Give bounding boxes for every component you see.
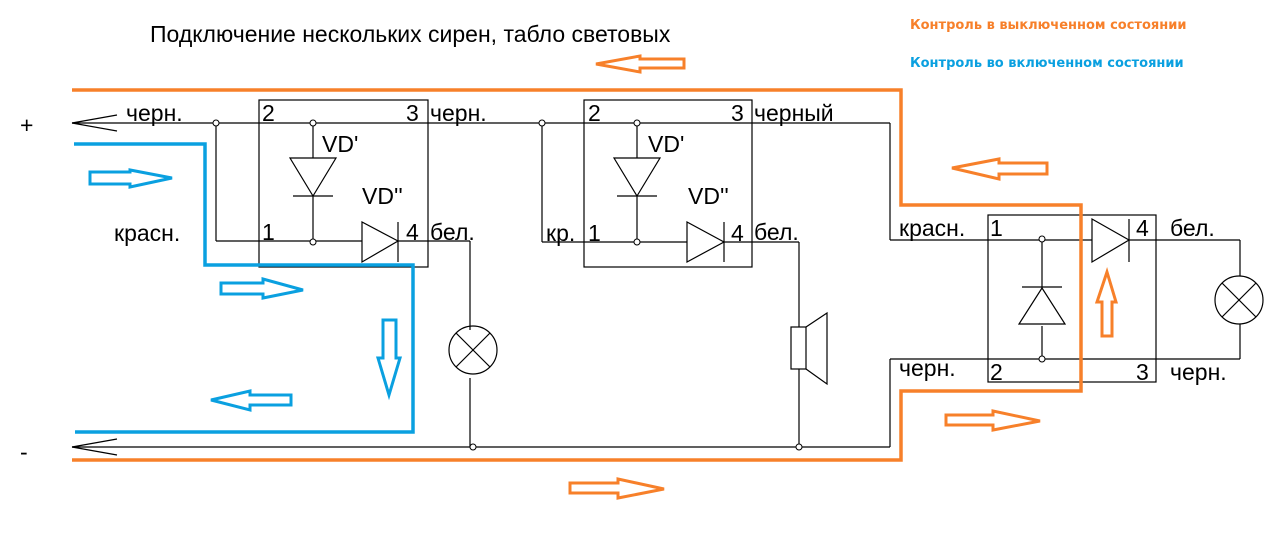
arrow-right-icon [568, 477, 665, 500]
wire-label: черн. [126, 100, 183, 126]
plus-connector-icon [71, 114, 118, 132]
diagram-title: Подключение нескольких сирен, табло свет… [150, 21, 671, 47]
module-block-1: 2 3 1 4 VD' VD'' [258, 99, 429, 268]
arrow-down-icon [375, 318, 403, 401]
pin-label: 4 [731, 220, 744, 246]
pin-label: 4 [1136, 215, 1149, 241]
pin-label: 2 [588, 100, 601, 126]
legend-off-state: Контроль в выключенном состоянии [910, 18, 1186, 33]
diode-label: VD' [648, 131, 684, 157]
pin-label: 1 [990, 215, 1003, 241]
lamp-icon [448, 325, 498, 375]
pin-label: 2 [262, 100, 275, 126]
wire-label: бел. [430, 219, 475, 245]
junction-nodes [212, 119, 1046, 451]
wire-label: бел. [754, 219, 799, 245]
arrow-left-icon [951, 157, 1049, 181]
pin-label: 2 [990, 359, 1003, 385]
diode-label: VD'' [362, 183, 403, 209]
diode-icon [612, 157, 662, 198]
wire-label: бел. [1170, 215, 1215, 241]
module-block-2: 2 3 1 4 VD' VD'' [583, 99, 753, 268]
terminal-plus: + [20, 112, 33, 138]
pin-label: 3 [731, 100, 744, 126]
diode-icon [361, 221, 400, 264]
pin-label: 3 [406, 100, 419, 126]
off-state-path [72, 88, 1083, 462]
module-block-3: 1 4 2 3 [987, 214, 1157, 385]
on-state-path [74, 142, 415, 434]
arrow-left-icon [210, 389, 293, 412]
pin-label: 4 [406, 219, 419, 245]
diode-icon [288, 157, 338, 198]
diode-label: VD' [322, 131, 358, 157]
pin-label: 1 [262, 219, 275, 245]
minus-connector-icon [71, 438, 118, 456]
diode-icon [686, 220, 726, 264]
legend-on-state: Контроль во включенном состоянии [910, 56, 1184, 71]
arrow-right-icon [219, 277, 304, 300]
arrow-right-icon [944, 409, 1041, 432]
terminal-minus: - [20, 439, 28, 465]
wire-label: красн. [899, 215, 965, 241]
pin-label: 1 [588, 220, 601, 246]
arrow-up-icon [1094, 267, 1119, 338]
wire-label: красн. [114, 220, 180, 246]
wire-label: черн. [430, 100, 487, 126]
speaker-icon [790, 311, 828, 386]
lamp-icon [1214, 275, 1264, 325]
wire-label: черн. [899, 355, 956, 381]
wire-label: черный [754, 100, 834, 126]
arrow-right-icon [88, 168, 173, 189]
wire-label: кр. [546, 220, 575, 246]
circuit-wires [72, 122, 1241, 448]
diode-label: VD'' [688, 183, 729, 209]
arrow-left-icon [595, 54, 686, 74]
diode-icon [1091, 217, 1131, 264]
pin-label: 3 [1136, 359, 1149, 385]
diode-icon [1017, 286, 1067, 325]
wire-label: черн. [1170, 359, 1227, 385]
